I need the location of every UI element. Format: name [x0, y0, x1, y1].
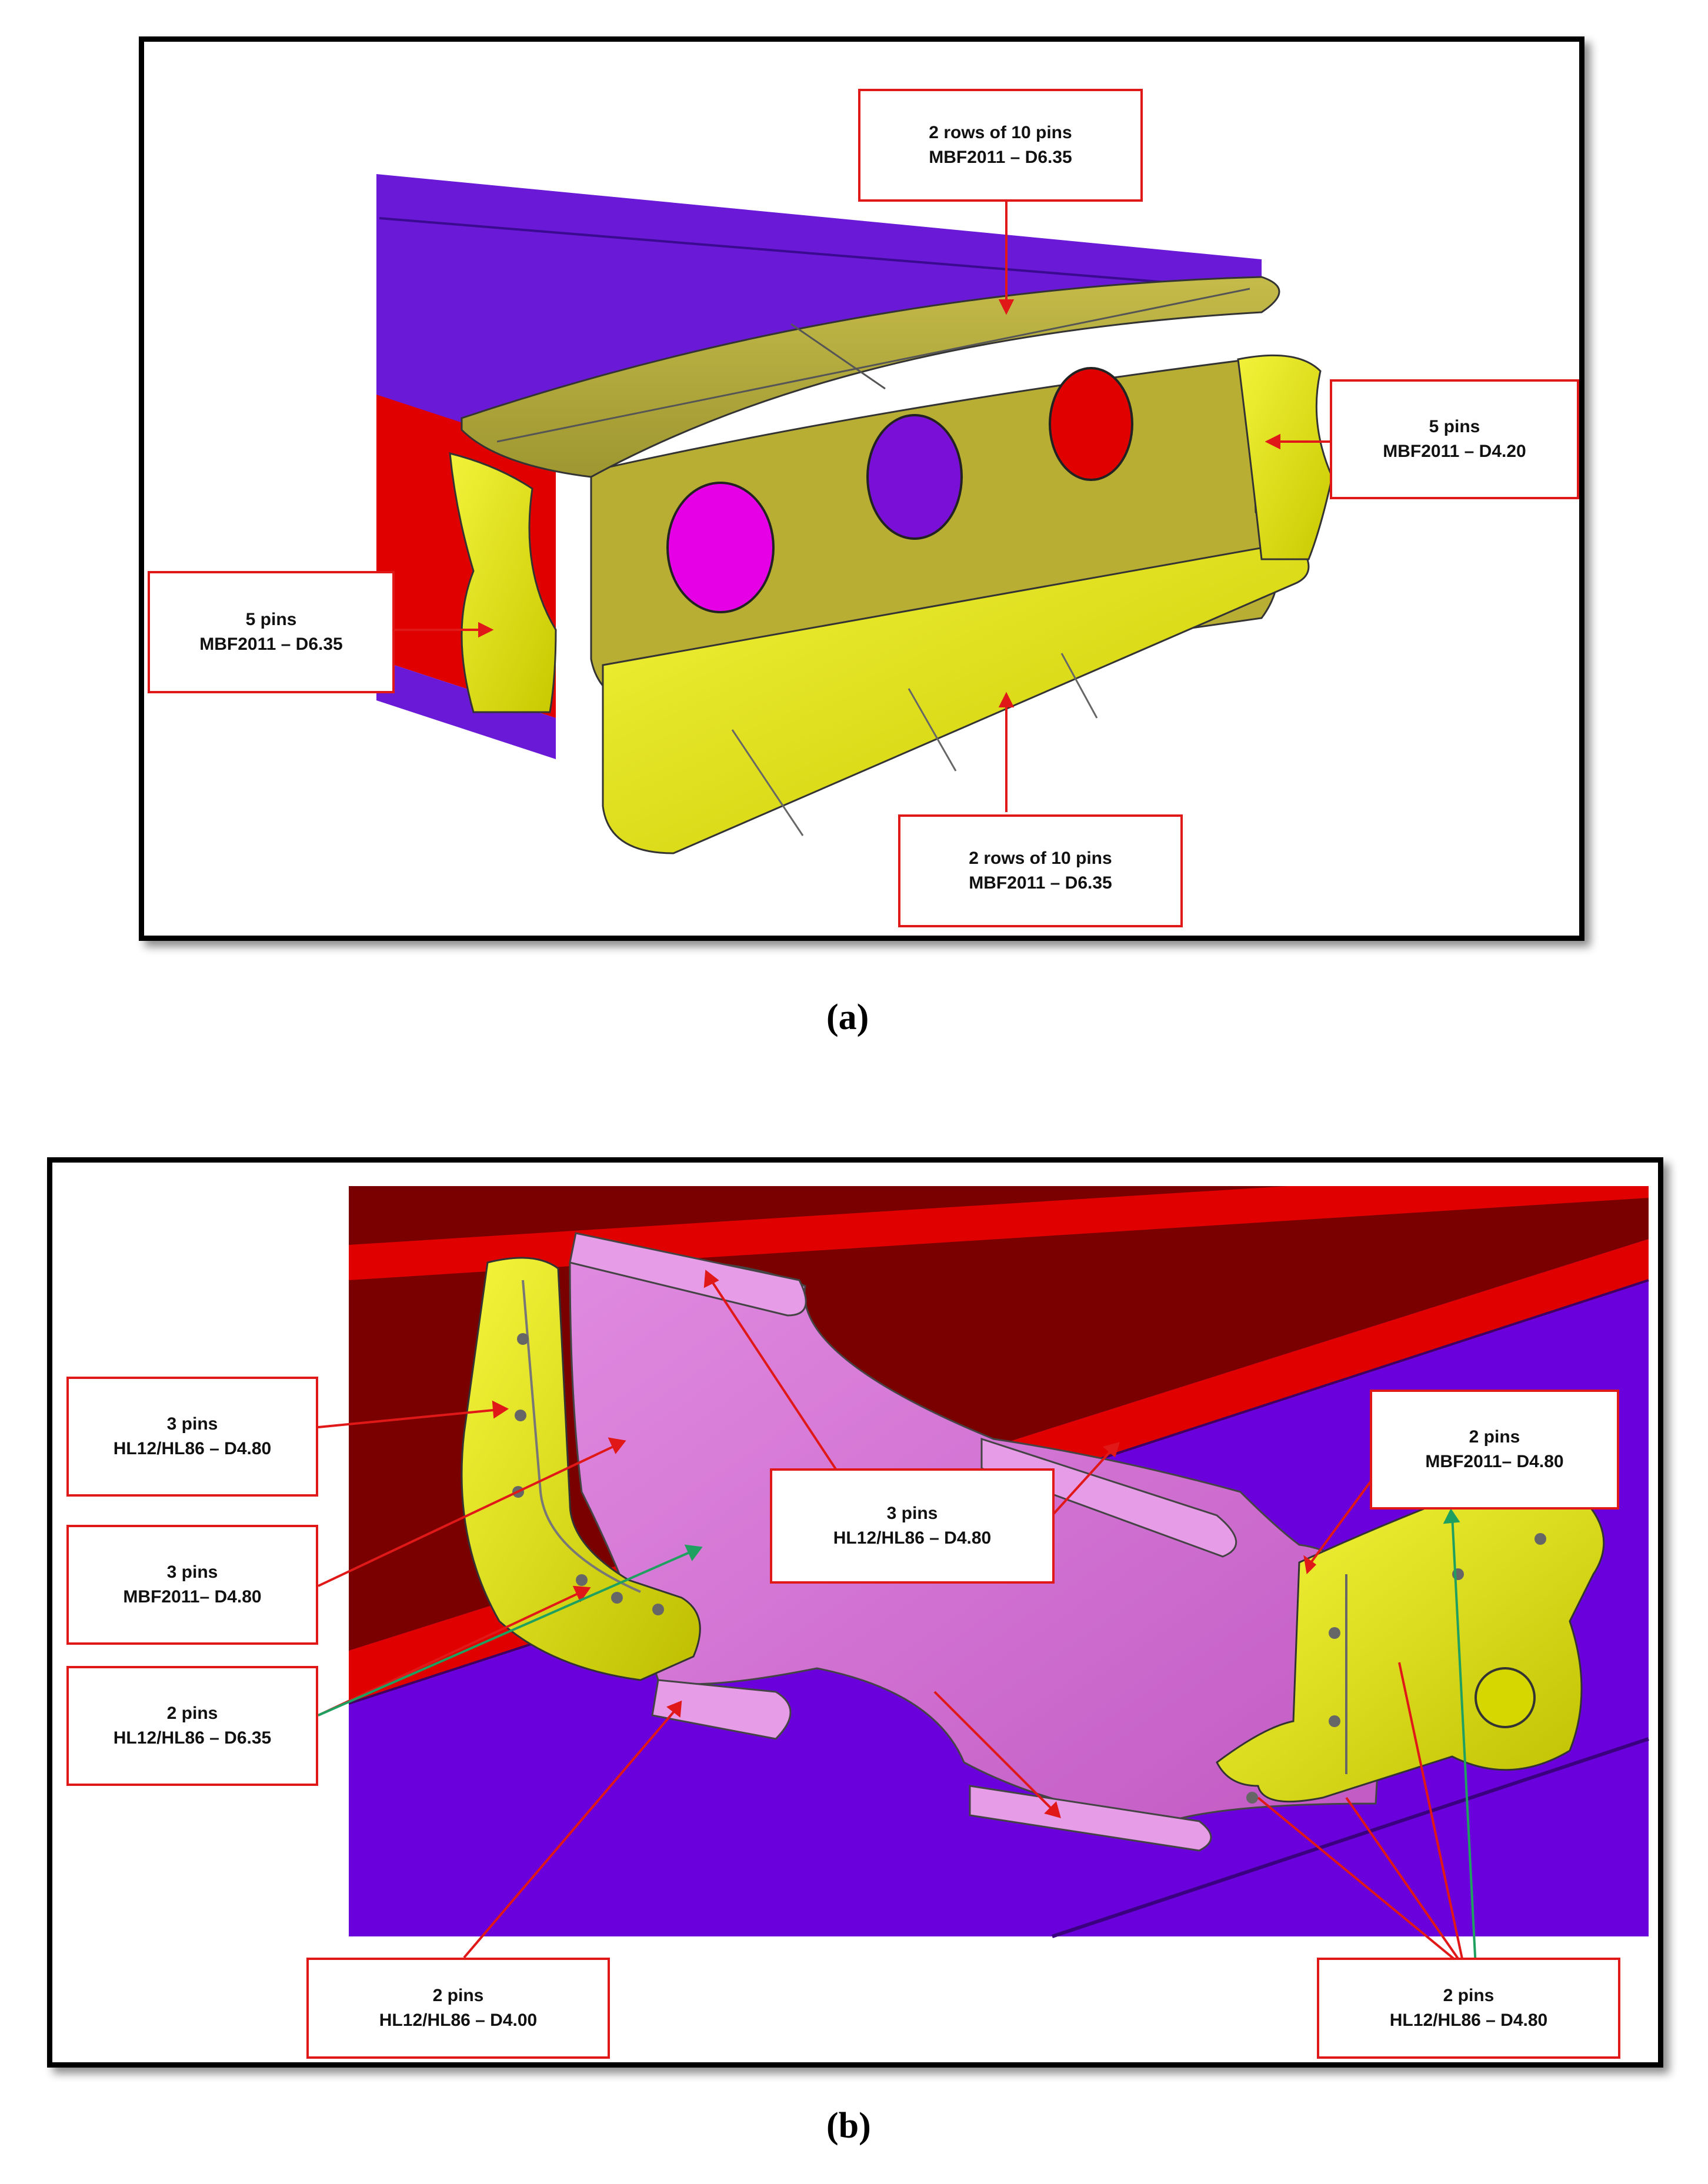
callout-b-left2: 3 pins MBF2011– D4.80 — [66, 1525, 318, 1645]
callout-left-line1: 5 pins — [245, 610, 297, 629]
callout-top: 2 rows of 10 pins MBF2011 – D6.35 — [858, 89, 1143, 202]
callout-bottom-line1: 2 rows of 10 pins — [969, 849, 1112, 868]
callout-b-left1: 3 pins HL12/HL86 – D4.80 — [66, 1377, 318, 1497]
leader-left3-green — [318, 1549, 694, 1717]
callout-right-line2: MBF2011 – D4.20 — [1383, 442, 1526, 461]
leader-left1 — [318, 1408, 500, 1428]
callout-top-line2: MBF2011 – D6.35 — [929, 148, 1072, 167]
leader-center-2 — [1051, 1450, 1112, 1517]
callout-b-right-top: 2 pins MBF2011– D4.80 — [1370, 1390, 1619, 1510]
figure-panel-a: 2 rows of 10 pins MBF2011 – D6.35 5 pins… — [139, 36, 1584, 941]
callout-b-left3: 2 pins HL12/HL86 – D6.35 — [66, 1666, 318, 1786]
callout-b-right-top-line2: MBF2011– D4.80 — [1425, 1452, 1564, 1471]
callout-right: 5 pins MBF2011 – D4.20 — [1330, 379, 1579, 499]
callout-b-right-top-line1: 2 pins — [1469, 1427, 1520, 1447]
callout-b-left3-line2: HL12/HL86 – D6.35 — [113, 1728, 272, 1748]
rib-model-a — [376, 174, 1333, 854]
callout-b-left1-line1: 3 pins — [166, 1414, 218, 1434]
lug-hole — [1475, 1667, 1536, 1728]
callout-b-center: 3 pins HL12/HL86 – D4.80 — [770, 1468, 1055, 1584]
callout-b-bottom-left-line2: HL12/HL86 – D4.00 — [379, 2011, 538, 2030]
pink-flange-top — [569, 1232, 807, 1317]
left-angle-bracket — [461, 1257, 701, 1681]
lightening-hole-2 — [866, 414, 963, 540]
leader-left3-a — [318, 1591, 582, 1717]
callout-b-bottom-left-line1: 2 pins — [432, 1986, 484, 2005]
callout-bottom: 2 rows of 10 pins MBF2011 – D6.35 — [898, 814, 1183, 927]
callout-b-bottom-left: 2 pins HL12/HL86 – D4.00 — [306, 1958, 610, 2059]
leader-center-3 — [933, 1691, 1053, 1811]
leader-bottom-right-green — [1451, 1515, 1477, 1968]
callout-b-left1-line2: HL12/HL86 – D4.80 — [113, 1439, 272, 1458]
lightening-hole-3 — [1049, 367, 1133, 481]
callout-b-left3-line1: 2 pins — [166, 1704, 218, 1723]
leader-bottom-left — [463, 1708, 677, 1959]
pink-flange-bottom-left — [651, 1679, 792, 1740]
callout-b-bottom-right-line2: HL12/HL86 – D4.80 — [1389, 2011, 1548, 2030]
caption-a: (a) — [826, 997, 869, 1037]
callout-b-left2-line1: 3 pins — [166, 1562, 218, 1582]
callout-left: 5 pins MBF2011 – D6.35 — [148, 571, 395, 693]
callout-b-bottom-right-line1: 2 pins — [1443, 1986, 1494, 2005]
callout-b-bottom-right: 2 pins HL12/HL86 – D4.80 — [1317, 1958, 1620, 2059]
rib-right-flange — [1237, 354, 1333, 560]
rib-top-cap — [461, 276, 1280, 478]
callout-top-line1: 2 rows of 10 pins — [929, 123, 1072, 142]
leader-left2 — [318, 1444, 618, 1587]
rib-side-flange — [449, 452, 557, 713]
callout-b-center-line2: HL12/HL86 – D4.80 — [833, 1528, 992, 1548]
figure-panel-b: 3 pins HL12/HL86 – D4.80 3 pins MBF2011–… — [47, 1157, 1663, 2068]
lightening-hole-1 — [666, 482, 775, 613]
callout-left-line2: MBF2011 – D6.35 — [199, 635, 343, 654]
callout-right-line1: 5 pins — [1429, 417, 1480, 436]
leader-bottom-right-1 — [1345, 1796, 1465, 1968]
callout-b-center-line1: 3 pins — [886, 1504, 938, 1523]
leader-bottom-right-2 — [1257, 1796, 1465, 1968]
pink-flange-bottom-right — [969, 1785, 1212, 1852]
callout-bottom-line2: MBF2011 – D6.35 — [969, 873, 1112, 893]
caption-b: (b) — [826, 2106, 871, 2146]
callout-b-left2-line2: MBF2011– D4.80 — [123, 1587, 262, 1607]
leader-bottom-right-3 — [1398, 1662, 1465, 1968]
